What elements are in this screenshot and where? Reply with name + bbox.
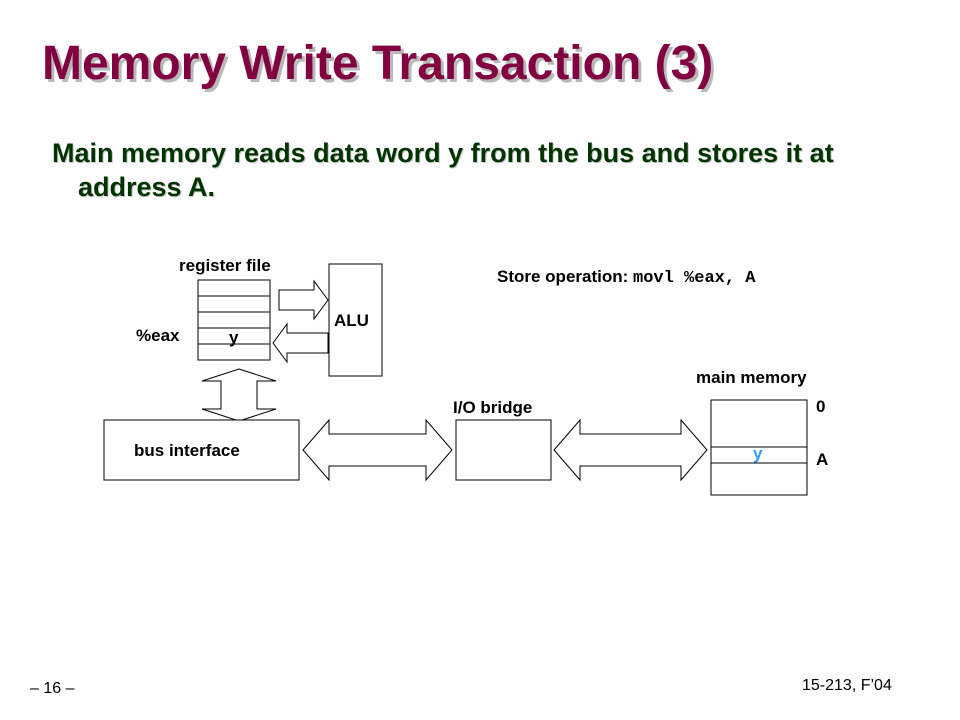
bridge-memory-arrow bbox=[553, 418, 708, 482]
memory-value: y bbox=[753, 444, 763, 463]
io-bridge-box bbox=[455, 419, 552, 481]
course-label: 15-213, F’04 bbox=[802, 677, 892, 694]
store-operation-label: Store operation: bbox=[497, 267, 629, 286]
slide-subtitle: Main memory reads data word y from the b… bbox=[52, 138, 834, 202]
bus-bridge-arrow bbox=[302, 418, 453, 482]
alu-box bbox=[328, 263, 383, 377]
register-file bbox=[197, 279, 271, 361]
alu-label: ALU bbox=[334, 311, 369, 330]
register-file-label: register file bbox=[179, 256, 271, 275]
address-a-label: A bbox=[816, 450, 829, 469]
slide-title: Memory Write Transaction (3) bbox=[42, 37, 714, 90]
bus-interface-box bbox=[103, 419, 300, 481]
io-bridge-label: I/O bridge bbox=[453, 398, 533, 417]
store-operation: Store operation: movl %eax, A bbox=[497, 267, 755, 288]
page-number: – 16 – bbox=[30, 680, 75, 697]
bus-interface-label: bus interface bbox=[134, 441, 240, 460]
store-operation-code: movl %eax, A bbox=[633, 269, 756, 288]
register-to-alu-arrow bbox=[278, 279, 329, 321]
alu-to-register-arrow bbox=[272, 322, 329, 364]
main-memory bbox=[710, 399, 808, 496]
address-zero-label: 0 bbox=[816, 397, 826, 416]
main-memory-label: main memory bbox=[696, 368, 807, 387]
register-value: y bbox=[229, 328, 239, 347]
eax-label: %eax bbox=[136, 326, 180, 345]
register-bus-arrow bbox=[201, 368, 277, 422]
